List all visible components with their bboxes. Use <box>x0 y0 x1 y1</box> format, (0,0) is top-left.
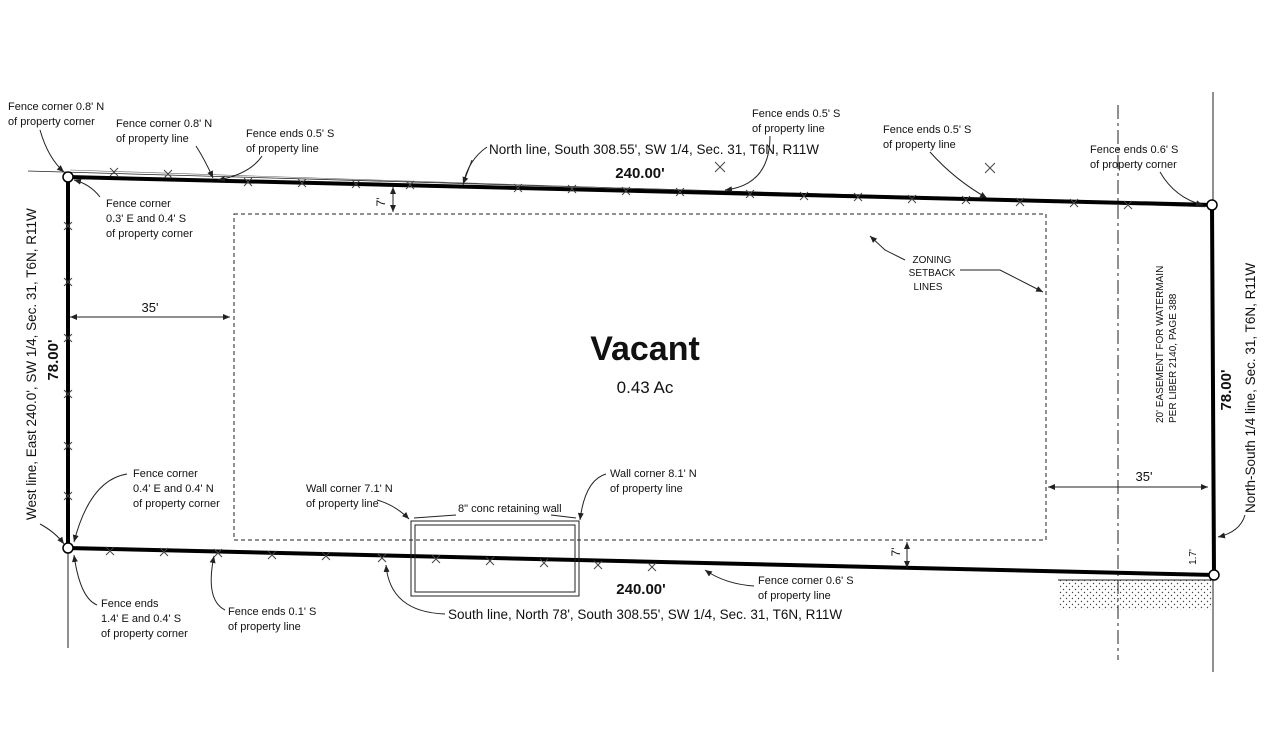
property-corner-ne <box>1206 199 1218 211</box>
svg-text:of property corner: of property corner <box>106 228 193 240</box>
easement-label-2: PER LIBER 2140, PAGE 388 <box>1168 293 1179 423</box>
svg-text:Fence corner: Fence corner <box>106 198 171 210</box>
note-sw-fence-corner: Fence corner 0.4' E and 0.4' N of proper… <box>72 468 220 543</box>
svg-text:Fence ends 0.5' S: Fence ends 0.5' S <box>883 124 971 136</box>
note-north-fence-ends-2: Fence ends 0.5' S of property line <box>724 108 840 193</box>
svg-text:Fence ends 0.6' S: Fence ends 0.6' S <box>1090 144 1178 156</box>
svg-text:Fence ends 0.1' S: Fence ends 0.1' S <box>228 606 316 618</box>
note-sw-fence-ends: Fence ends 1.4' E and 0.4' S of property… <box>71 554 188 640</box>
svg-text:of property corner: of property corner <box>8 116 95 128</box>
svg-text:Fence corner 0.8' N: Fence corner 0.8' N <box>8 101 104 113</box>
east-line-label: North-South 1/4 line, Sec. 31, T6N, R11W <box>1243 263 1258 513</box>
svg-text:Fence corner: Fence corner <box>133 468 198 480</box>
svg-text:of property line: of property line <box>610 483 683 495</box>
east-offset-label: 1.7' <box>1188 549 1199 565</box>
east-dimension: 78.00' <box>1218 369 1235 410</box>
note-south-fence-corner: Fence corner 0.6' S of property line <box>704 569 854 602</box>
svg-text:of property line: of property line <box>246 143 319 155</box>
svg-text:of property corner: of property corner <box>133 498 220 510</box>
property-corner-nw <box>62 171 74 183</box>
south-line-label: South line, North 78', South 308.55', SW… <box>448 607 842 622</box>
north-line-label: North line, South 308.55', SW 1/4, Sec. … <box>489 142 819 157</box>
svg-text:of property line: of property line <box>228 621 301 633</box>
svg-text:0.4' E and 0.4' N: 0.4' E and 0.4' N <box>133 483 214 495</box>
note-north-fence-ends-1: Fence ends 0.5' S of property line <box>217 128 334 182</box>
svg-text:Wall corner 7.1' N: Wall corner 7.1' N <box>306 483 393 495</box>
setback-label-1: ZONING <box>913 255 952 266</box>
property-boundary <box>66 174 1217 578</box>
parcel-area: 0.43 Ac <box>617 378 674 397</box>
svg-text:of property corner: of property corner <box>1090 159 1177 171</box>
retaining-wall-label: 8" conc retaining wall <box>458 503 562 515</box>
hatched-area <box>1058 580 1213 610</box>
svg-text:of property corner: of property corner <box>101 628 188 640</box>
svg-text:Fence corner 0.6' S: Fence corner 0.6' S <box>758 575 854 587</box>
svg-text:of property line: of property line <box>758 590 831 602</box>
easement-label-1: 20' EASEMENT FOR WATERMAIN <box>1155 266 1166 423</box>
south-dimension: 240.00' <box>616 581 665 598</box>
property-corner-sw <box>62 542 74 554</box>
property-corner-se <box>1208 569 1220 581</box>
south-setback-label: 7' <box>889 548 903 557</box>
svg-text:0.3' E and 0.4' S: 0.3' E and 0.4' S <box>106 213 186 225</box>
svg-text:Fence corner 0.8' N: Fence corner 0.8' N <box>116 118 212 130</box>
svg-text:of property line: of property line <box>752 123 825 135</box>
west-dimension: 78.00' <box>45 339 62 380</box>
svg-text:Fence ends 0.5' S: Fence ends 0.5' S <box>752 108 840 120</box>
east-setback-label: 35' <box>1136 469 1153 484</box>
svg-text:Fence ends 0.5' S: Fence ends 0.5' S <box>246 128 334 140</box>
svg-text:of property line: of property line <box>116 133 189 145</box>
svg-text:1.4' E and 0.4' S: 1.4' E and 0.4' S <box>101 613 181 625</box>
north-dimension: 240.00' <box>615 165 664 182</box>
setback-label-2: SETBACK <box>909 268 956 279</box>
svg-text:Fence ends: Fence ends <box>101 598 159 610</box>
west-setback-label: 35' <box>142 300 159 315</box>
note-wall-corner-1: Wall corner 7.1' N of property line <box>306 483 410 520</box>
west-line-label: West line, East 240.0', SW 1/4, Sec. 31,… <box>24 208 39 520</box>
note-nw-fence-corner-inner: Fence corner 0.3' E and 0.4' S of proper… <box>73 178 193 240</box>
zoning-setback-lines <box>233 213 1047 541</box>
setback-label-3: LINES <box>914 282 943 293</box>
parcel-label: Vacant <box>590 330 700 368</box>
svg-text:of property line: of property line <box>306 498 379 510</box>
note-south-fence-ends: Fence ends 0.1' S of property line <box>209 555 316 633</box>
svg-text:of property line: of property line <box>883 139 956 151</box>
note-north-fence-ends-3: Fence ends 0.5' S of property line <box>883 124 988 199</box>
note-north-fence-corner: Fence corner 0.8' N of property line <box>116 118 214 179</box>
retaining-wall <box>410 520 580 597</box>
fence-marks <box>63 161 1133 572</box>
note-nw-corner: Fence corner 0.8' N of property corner <box>8 101 104 173</box>
svg-text:Wall corner 8.1' N: Wall corner 8.1' N <box>610 468 697 480</box>
north-setback-label: 7' <box>374 198 388 207</box>
note-wall-corner-2: Wall corner 8.1' N of property line <box>577 468 697 521</box>
note-ne-fence-ends: Fence ends 0.6' S of property corner <box>1090 144 1204 207</box>
